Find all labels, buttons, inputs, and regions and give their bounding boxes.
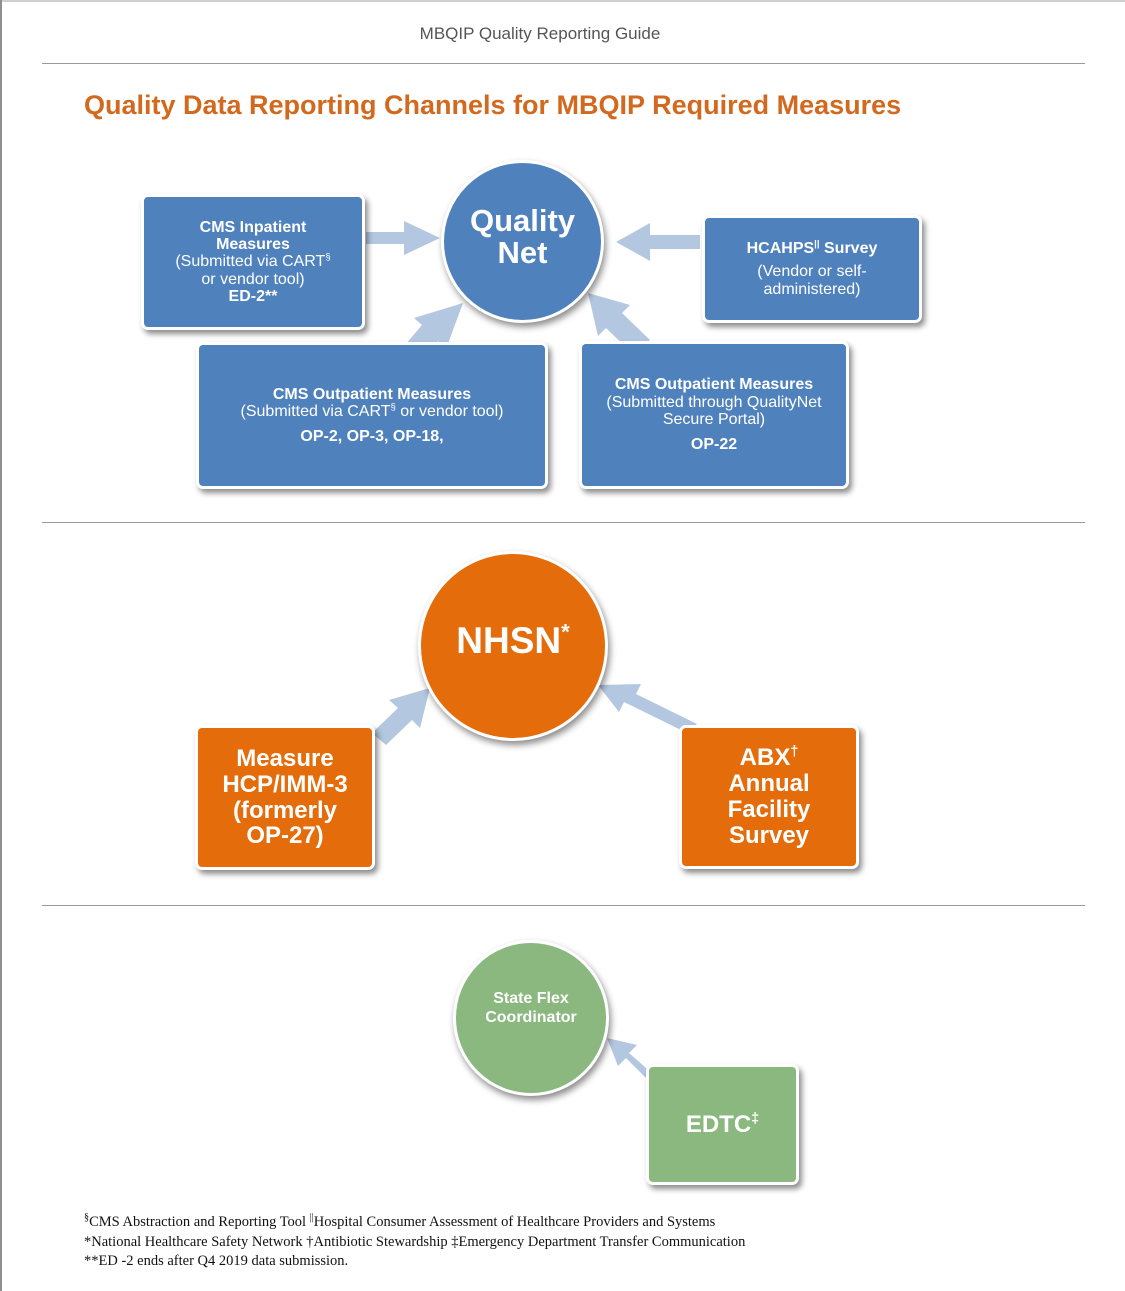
inpatient-line3: (Submitted via CART§	[175, 252, 331, 271]
arrow-hcahps-to-qualitynet	[616, 223, 700, 261]
page-top-edge	[0, 0, 1125, 2]
inpatient-line2: Measures	[216, 236, 290, 254]
hcp-line3: (formerly	[232, 796, 338, 824]
cms-inpatient-box: CMS Inpatient Measures (Submitted via CA…	[141, 194, 365, 330]
nhsn-hub: NHSN*	[418, 551, 608, 741]
outpatient-portal-line2: (Submitted through QualityNet	[606, 393, 822, 411]
state-flex-hub: State Flex Coordinator	[453, 940, 609, 1096]
abx-line2: Annual	[728, 770, 810, 798]
asterisk-sup: *	[561, 619, 570, 645]
double-bar-sup: ||	[814, 238, 820, 250]
dagger-sup: †	[790, 744, 799, 761]
page-left-edge	[0, 0, 2, 1291]
inpatient-line1: CMS Inpatient	[199, 218, 307, 236]
hcp-imm3-box: Measure HCP/IMM-3 (formerly OP-27)	[195, 725, 375, 870]
inpatient-line4: or vendor tool)	[201, 270, 305, 288]
section-sign-sup: §	[325, 252, 331, 264]
cms-outpatient-portal-box: CMS Outpatient Measures (Submitted throu…	[579, 341, 849, 489]
outpatient-portal-line3: Secure Portal)	[662, 411, 766, 428]
outpatient-portal-measures: OP-22	[690, 436, 738, 454]
hcahps-line3: administered)	[763, 280, 861, 298]
edtc-box: EDTC‡	[646, 1064, 799, 1185]
outpatient-cart-line2: (Submitted via CART§ or vendor tool)	[240, 401, 504, 420]
cms-outpatient-cart-box: CMS Outpatient Measures (Submitted via C…	[196, 342, 548, 489]
double-dagger-sup: ‡	[751, 1110, 760, 1127]
state-flex-line1: State Flex	[493, 990, 569, 1007]
nhsn-hub-label: NHSN*	[456, 619, 570, 661]
footnote-line3: **ED -2 ends after Q4 2019 data submissi…	[84, 1253, 349, 1269]
hcp-line4: OP-27)	[246, 822, 324, 850]
abx-survey-box: ABX† Annual Facility Survey	[679, 725, 859, 869]
outpatient-cart-measures: OP-2, OP-3, OP-18,	[300, 428, 444, 446]
page-title: Quality Data Reporting Channels for MBQI…	[84, 90, 902, 120]
arrow-hcp-to-nhsn	[372, 688, 430, 745]
qualitynet-hub-line1: Quality	[469, 203, 576, 238]
abx-line4: Survey	[728, 821, 810, 849]
section-sign-sup: §	[390, 401, 396, 413]
hcahps-title: HCAHPS|| Survey	[746, 238, 878, 258]
arrow-inpatient-to-qualitynet	[366, 221, 440, 255]
header-divider	[42, 63, 1085, 64]
hcp-line1: Measure	[236, 744, 334, 772]
section-divider-2	[42, 905, 1085, 906]
qualitynet-hub: Quality Net	[441, 160, 604, 323]
abx-line1: ABX†	[739, 744, 799, 772]
abx-line3: Facility	[727, 796, 811, 823]
hcp-line2: HCP/IMM-3	[222, 770, 348, 798]
outpatient-portal-title: CMS Outpatient Measures	[614, 376, 814, 394]
hcahps-box: HCAHPS|| Survey (Vendor or self- adminis…	[702, 215, 922, 323]
running-header: MBQIP Quality Reporting Guide	[419, 24, 661, 43]
qualitynet-hub-line2: Net	[497, 235, 548, 270]
inpatient-line5: ED-2**	[228, 287, 278, 305]
outpatient-cart-title: CMS Outpatient Measures	[272, 385, 472, 403]
edtc-label: EDTC‡	[685, 1110, 760, 1138]
hcahps-line2: (Vendor or self-	[757, 263, 867, 281]
footnotes: §CMS Abstraction and Reporting Tool ||Ho…	[84, 1213, 745, 1272]
section-divider-1	[42, 522, 1085, 523]
footnote-line1: §CMS Abstraction and Reporting Tool ||Ho…	[84, 1212, 716, 1230]
state-flex-line2: Coordinator	[485, 1009, 577, 1026]
footnote-line2: *National Healthcare Safety Network †Ant…	[84, 1233, 746, 1250]
